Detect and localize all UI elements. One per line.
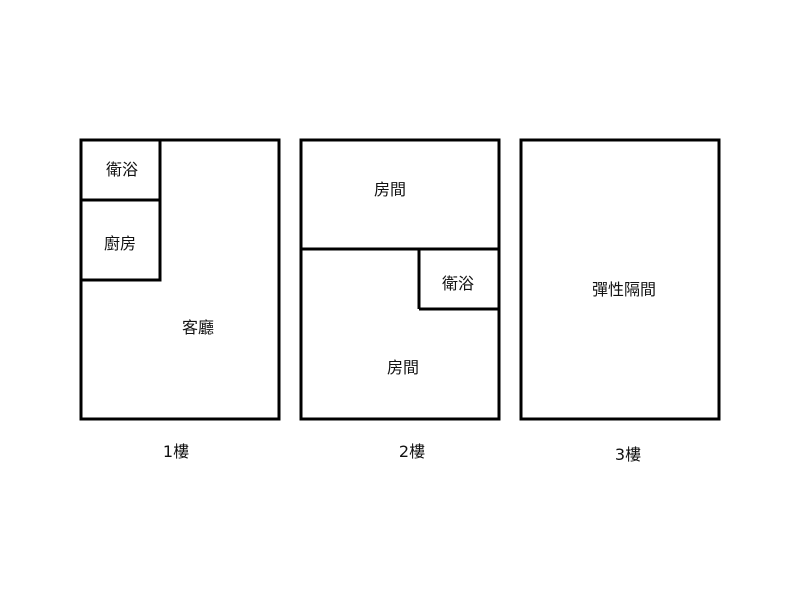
floor-3-outline	[519, 138, 721, 421]
floor-2-room-top-label: 房間	[373, 180, 407, 199]
floor-3-plan	[519, 138, 721, 421]
floor-2-outline	[299, 138, 501, 421]
floor-2-bathroom-label: 衛浴	[441, 274, 475, 293]
floor-1-kitchen-label: 廚房	[103, 234, 137, 253]
floor-2-label: 2樓	[398, 442, 426, 461]
floor-1-plan	[79, 138, 281, 421]
floor-1-living-room-label: 客廳	[181, 318, 215, 337]
floor-1-kitchen-wall	[79, 198, 162, 282]
floor-2-room-bottom-label: 房間	[386, 358, 420, 377]
floor-2-plan	[299, 138, 501, 421]
floor-1-label: 1樓	[162, 442, 190, 461]
floor-3-label: 3樓	[614, 445, 642, 464]
floor-1-bathroom-label: 衛浴	[105, 160, 139, 179]
floor-3-flexible-partition-label: 彈性隔間	[591, 280, 657, 299]
